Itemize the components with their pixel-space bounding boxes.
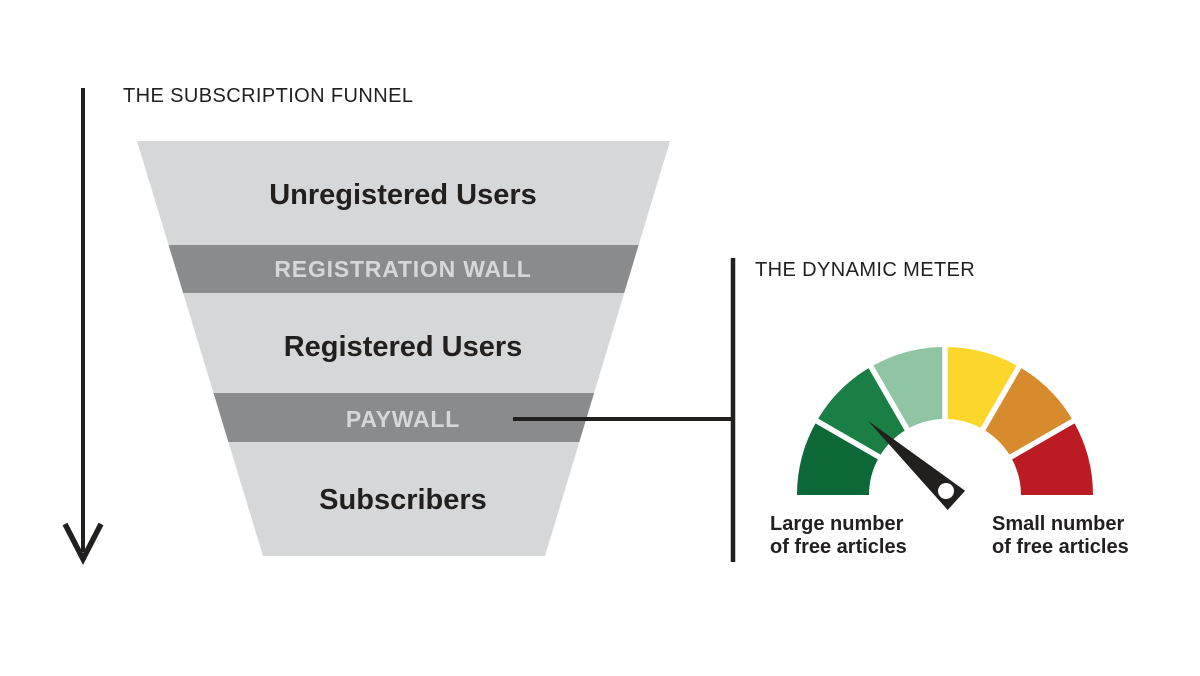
meter-segment-mint [871, 347, 945, 430]
funnel-label-paywall: PAYWALL [345, 406, 461, 432]
meter-segment-yellow [945, 347, 1019, 430]
funnel-layer-registered-users [137, 293, 670, 393]
funnel-label-subscribers: Subscribers [319, 484, 487, 516]
paywall-connector [513, 258, 736, 562]
meter-divider [1004, 415, 1080, 463]
meter-divider [810, 415, 886, 463]
meter-segment-orange [983, 366, 1074, 457]
meter-left-label-line1: Large number [770, 513, 904, 535]
meter-right-label-line2: of free articles [992, 536, 1129, 558]
down-arrow [62, 88, 104, 566]
meter-right-label-line1: Small number [992, 513, 1125, 535]
down-arrow-head-icon [62, 522, 104, 566]
funnel-label-unregistered-users: Unregistered Users [269, 179, 537, 211]
meter-segment-red [1010, 421, 1093, 495]
meter-right-label: Small number of free articles [992, 513, 1129, 559]
meter-needle-hub [938, 483, 954, 499]
meter-divider [865, 360, 913, 436]
meter-left-label-line2: of free articles [770, 536, 907, 558]
funnel-label-registered-users: Registered Users [283, 331, 523, 363]
meter-needle [867, 420, 966, 511]
funnel-title: THE SUBSCRIPTION FUNNEL [123, 85, 414, 107]
funnel-layer-unregistered-users [137, 141, 670, 245]
meter-left-label: Large number of free articles [770, 513, 907, 559]
dynamic-meter-gauge [796, 341, 1093, 511]
meter-divider [977, 360, 1025, 436]
funnel-label-registration-wall: REGISTRATION WALL [274, 256, 532, 282]
meter-title: THE DYNAMIC METER [755, 259, 976, 281]
funnel-band-registration-wall [137, 245, 670, 293]
meter-segment-green-dark [796, 421, 880, 495]
